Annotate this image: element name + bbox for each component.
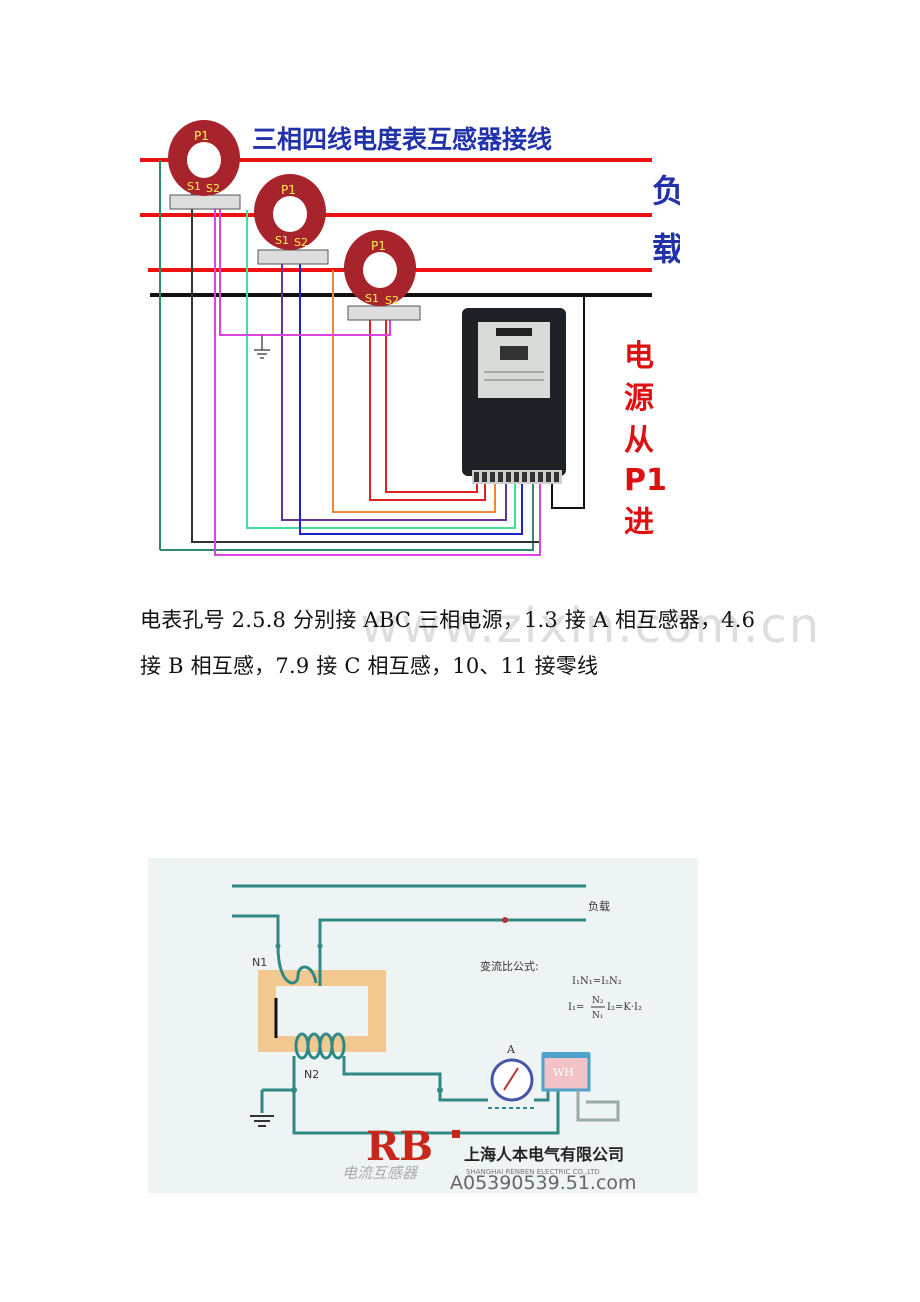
formula-2-den: N₁ [592,1011,603,1021]
ct-label-s2: S2 [385,294,399,307]
meter-terminals [474,472,559,482]
wire-purple [281,250,507,521]
wire-blue [299,250,523,535]
watermark: www.zixin.com.cn [360,598,822,654]
ct-principle-diagram: 负载 N1 N2 A WH 变流比公式: I₁N₁=I₂N₂ I₁= N₂ N₁… [148,858,698,1193]
side-source-5: 进 [624,505,654,540]
ct-label-p1: P1 [281,183,296,197]
diagram-title: 三相四线电度表互感器接线 [252,125,552,154]
secondary-winding [294,1032,346,1060]
company-name-en: SHANGHAI RENBEN ELECTRIC CO.,LTD [466,1168,600,1176]
n2-label: N2 [304,1068,319,1081]
caption-line-1: 电表孔号 2.5.8 分别接 ABC 三相电源，1.3 接 A 相互感器，4.6 [140,608,756,632]
wire-red-ct3 [369,310,486,501]
side-source-4: P1 [624,463,667,498]
wire-green-light [246,210,516,529]
side-load-2: 载 [652,230,680,268]
company-name: 上海人本电气有限公司 [464,1145,624,1164]
wire-magenta-main [214,196,541,556]
wire-neutral-meter [551,295,585,509]
ct-label-p1: P1 [194,129,209,143]
ammeter-label: A [506,1043,516,1056]
brand-logo: RB [366,1123,433,1170]
current-transformer-b: P1 S1 S2 [254,174,329,265]
primary-in [232,914,280,946]
side-source-1: 电 [624,339,654,374]
wire-magenta-ground [219,196,391,336]
load-label: 负载 [588,899,610,913]
energy-meter [462,308,566,484]
current-transformer-c: P1 S1 S2 [344,230,421,321]
primary-winding [276,945,318,985]
footer-id: A05390539.51.com [450,1172,637,1193]
wire-orange [332,270,496,513]
n1-label: N1 [252,956,267,969]
primary-out [318,918,586,946]
ct-label-p1: P1 [371,239,386,253]
ct-label-s1: S1 [187,180,201,193]
side-source-3: 从 [624,423,654,458]
formula-title: 变流比公式: [480,959,539,973]
caption-line-2: 接 B 相互感，7.9 接 C 相互感，10、11 接零线 [140,654,599,678]
diagram-background [148,858,698,1193]
node-dot [502,917,508,923]
ct-label-s1: S1 [365,292,379,305]
formula-2-right: I₂=K·I₂ [607,1002,642,1013]
ammeter: A [490,1043,534,1102]
formula-1: I₁N₁=I₂N₂ [572,976,622,987]
ct-label-s2: S2 [294,236,308,249]
meter-label: WH [553,1066,574,1079]
secondary-return [292,1056,560,1135]
footer-cn: 电流互感器 [342,1164,419,1182]
watt-hour-meter: WH [541,1052,620,1122]
wire-red-ct3b [385,310,478,493]
wire-green-dark-h [160,482,534,551]
formula-2-left: I₁= [568,1002,584,1013]
side-load-1: 负 [652,172,680,210]
current-transformer-a: P1 S1 S2 [168,120,241,210]
formula-2-num: N₂ [592,996,604,1006]
ct-label-s1: S1 [275,234,289,247]
ct-wiring-diagram: 三相四线电度表互感器接线 P1 S1 S2 P1 S1 S2 [140,120,680,556]
secondary-out [342,1056,488,1102]
ct-label-s2: S2 [206,182,220,195]
side-source-2: 源 [624,381,654,416]
